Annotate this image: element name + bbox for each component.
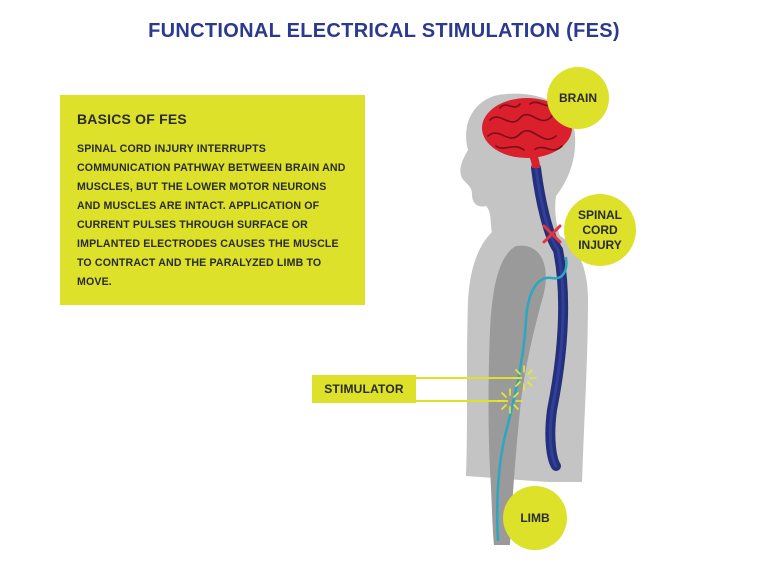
brain-label: BRAIN	[547, 67, 609, 129]
page-title: FUNCTIONAL ELECTRICAL STIMULATION (FES)	[148, 20, 620, 42]
spinal-label-line2: CORD	[582, 223, 618, 237]
fes-basics-box: BASICS OF FES SPINAL CORD INJURY INTERRU…	[60, 95, 365, 305]
arm-silhouette	[488, 245, 546, 545]
stimulator-label: STIMULATOR	[312, 375, 416, 403]
fes-basics-text: SPINAL CORD INJURY INTERRUPTS COMMUNICAT…	[77, 143, 346, 288]
electrode-spark-icon	[497, 388, 523, 414]
limb-label-text: LIMB	[520, 511, 550, 525]
nerve-line	[496, 256, 568, 542]
spinal-label-line1: SPINAL	[578, 208, 622, 222]
brain-icon	[482, 98, 572, 169]
injury-x-icon	[542, 224, 562, 244]
limb-label: LIMB	[503, 486, 567, 550]
fes-basics-heading: BASICS OF FES	[77, 111, 187, 127]
spinal-cord-injury-label: SPINAL CORD INJURY	[564, 194, 636, 266]
spinal-label-line3: INJURY	[578, 238, 622, 252]
brain-label-text: BRAIN	[559, 91, 597, 105]
electrode-spark-icon	[511, 365, 537, 391]
